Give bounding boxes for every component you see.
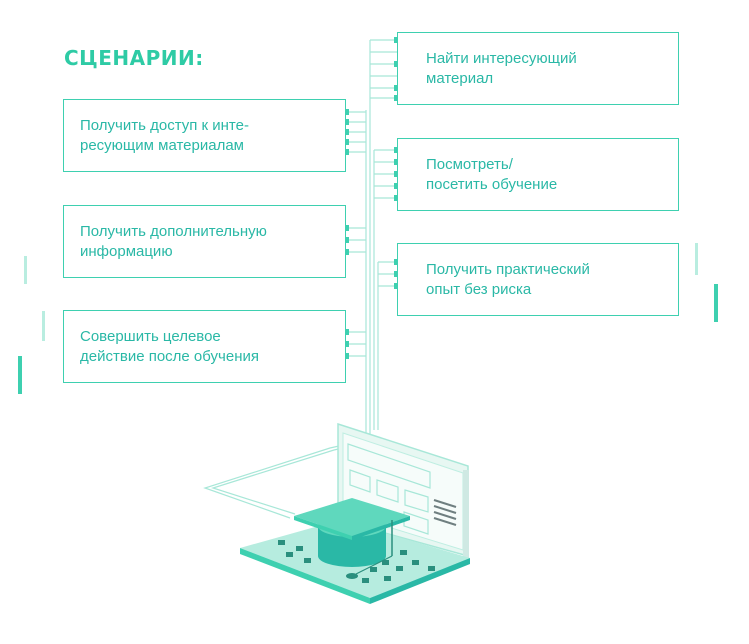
scenario-card-access-materials: Получить доступ к инте- ресующим материа… [63,99,346,172]
scenario-card-additional-info: Получить дополнительную информацию [63,205,346,278]
scenario-card-view-training: Посмотреть/ посетить обучение [397,138,679,211]
scenario-card-target-action: Совершить целевое действие после обучени… [63,310,346,383]
scenario-label: Получить практический опыт без риска [426,260,590,300]
scenario-label: Посмотреть/ посетить обучение [426,155,557,195]
scenario-card-find-material: Найти интересующий материал [397,32,679,105]
scenario-label: Совершить целевое действие после обучени… [80,327,259,367]
page-title: СЦЕНАРИИ: [64,46,204,70]
scenario-label: Получить дополнительную информацию [80,222,267,262]
scenario-card-practical-experience: Получить практический опыт без риска [397,243,679,316]
laptop-with-graduation-cap-icon [240,424,470,604]
scenario-label: Найти интересующий материал [426,49,577,89]
scenario-label: Получить доступ к инте- ресующим материа… [80,116,249,156]
